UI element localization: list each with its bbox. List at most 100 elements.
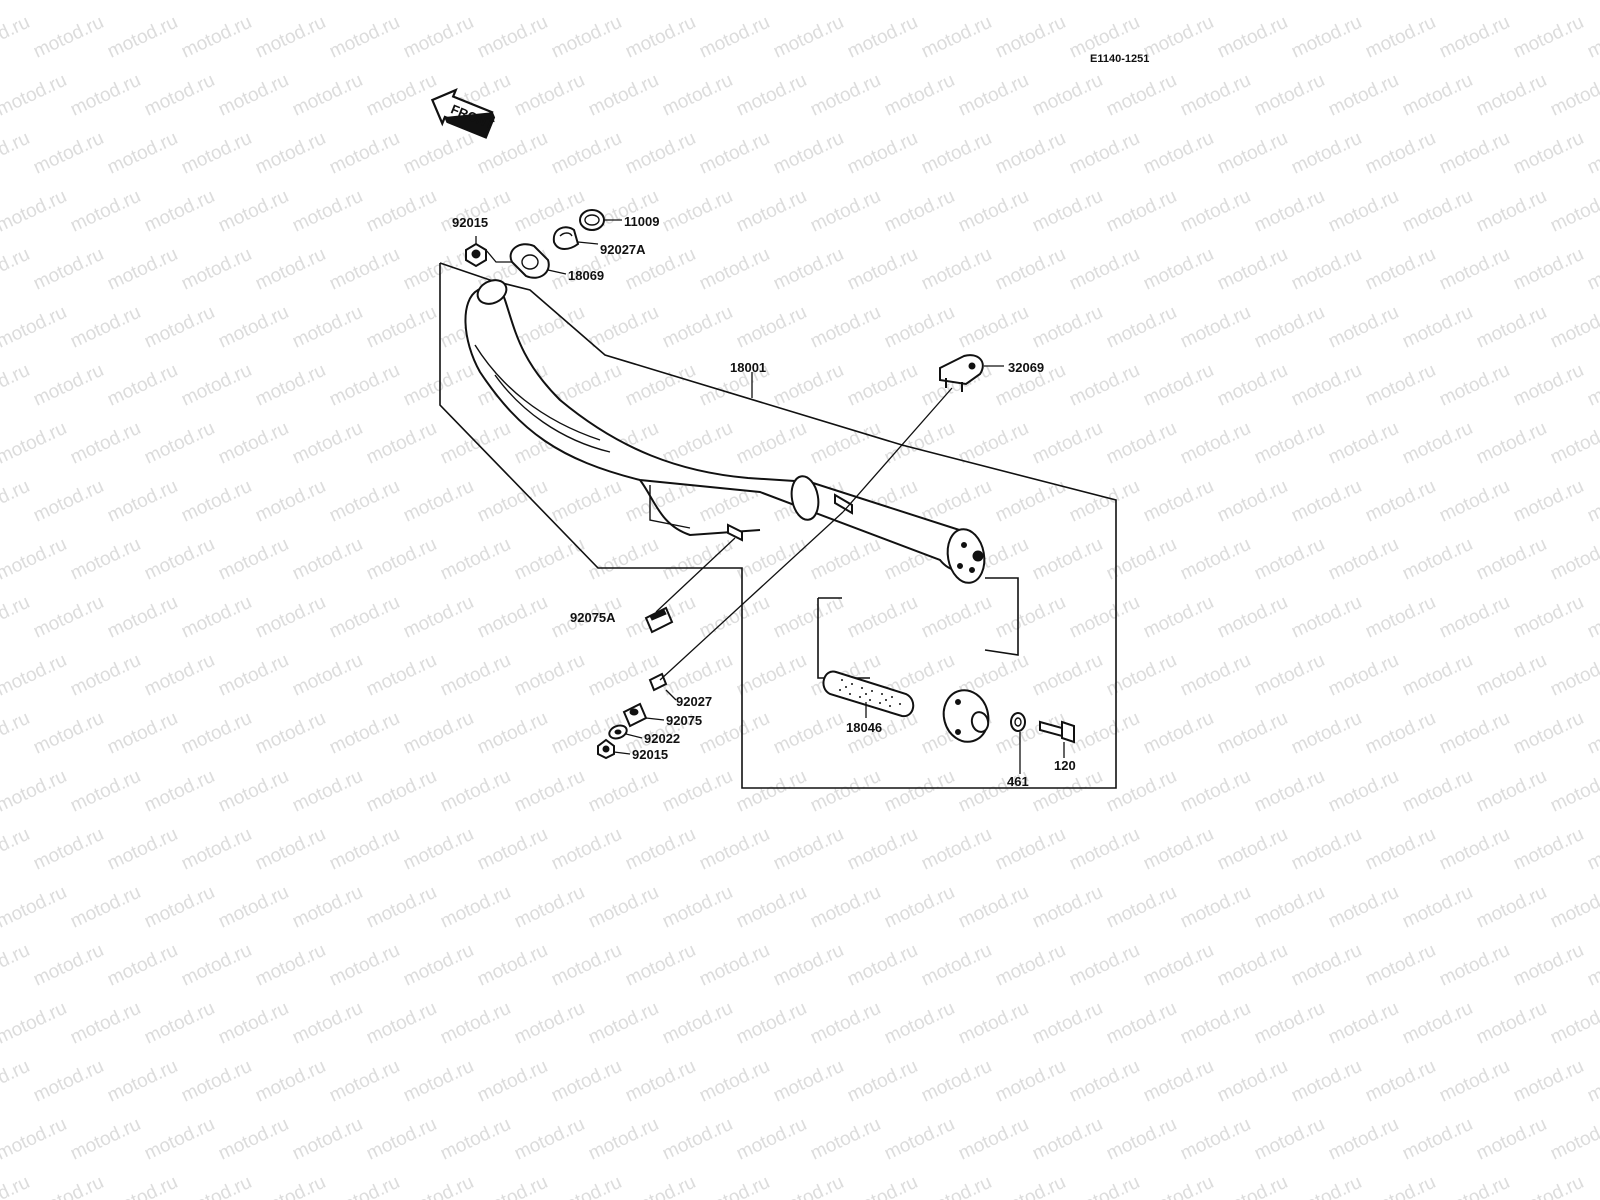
watermark-text: motod.ru [1177,0,1254,5]
watermark-text: motod.ru [67,302,144,353]
watermark-text: motod.ru [659,766,736,817]
watermark-text: motod.ru [1436,1056,1513,1107]
watermark-text: motod.ru [844,244,921,295]
watermark-text: motod.ru [1029,650,1106,701]
watermark-text: motod.ru [0,940,33,991]
watermark-text: motod.ru [807,70,884,121]
watermark-text: motod.ru [1325,302,1402,353]
watermark-text: motod.ru [67,534,144,585]
watermark-text: motod.ru [1029,1114,1106,1165]
watermark-text: motod.ru [844,1172,921,1200]
watermark-text: motod.ru [1288,940,1365,991]
watermark-text: motod.ru [696,1056,773,1107]
watermark-text: motod.ru [0,12,33,63]
watermark-text: motod.ru [1510,592,1587,643]
label-18046: 18046 [846,720,882,735]
watermark-text: motod.ru [326,12,403,63]
watermark-text: motod.ru [1399,302,1476,353]
watermark-text: motod.ru [141,882,218,933]
watermark-text: motod.ru [548,12,625,63]
watermark-text: motod.ru [918,1056,995,1107]
watermark-text: motod.ru [1066,244,1143,295]
part-92027A-collar [552,226,580,250]
leader-lines [475,219,1065,774]
watermark-text: motod.ru [178,1172,255,1200]
watermark-text: motod.ru [67,766,144,817]
watermark-text: motod.ru [1436,12,1513,63]
watermark-text: motod.ru [400,824,477,875]
watermark-text: motod.ru [0,650,70,701]
watermark-text: motod.ru [0,1056,33,1107]
watermark-text: motod.ru [659,998,736,1049]
watermark-text: motod.ru [1177,998,1254,1049]
watermark-text: motod.ru [326,824,403,875]
watermark-text: motod.ru [1547,766,1600,817]
watermark-text: motod.ru [918,12,995,63]
watermark-text: motod.ru [1140,940,1217,991]
watermark-text: motod.ru [548,1172,625,1200]
watermark-text: motod.ru [252,708,329,759]
watermark-text: motod.ru [1029,418,1106,469]
watermark-text: motod.ru [1510,476,1587,527]
watermark-text: motod.ru [1325,70,1402,121]
watermark-text: motod.ru [733,766,810,817]
watermark-text: motod.ru [104,708,181,759]
watermark-text: motod.ru [1177,650,1254,701]
watermark-text: motod.ru [622,940,699,991]
watermark-text: motod.ru [659,882,736,933]
watermark-text: motod.ru [1399,998,1476,1049]
watermark-text: motod.ru [585,882,662,933]
watermark-text: motod.ru [1362,1056,1439,1107]
watermark-text: motod.ru [659,650,736,701]
watermark-text: motod.ru [696,244,773,295]
watermark-text: motod.ru [659,1114,736,1165]
watermark-text: motod.ru [252,1056,329,1107]
watermark-text: motod.ru [1510,128,1587,179]
watermark-text: motod.ru [881,70,958,121]
watermark-text: motod.ru [1399,186,1476,237]
watermark-text: motod.ru [289,418,366,469]
part-461-washer [1010,712,1026,732]
watermark-text: motod.ru [1325,418,1402,469]
watermark-text: motod.ru [1547,882,1600,933]
watermark-text: motod.ru [1436,824,1513,875]
watermark-text: motod.ru [30,1056,107,1107]
watermark-text: motod.ru [1362,476,1439,527]
watermark-text: motod.ru [881,186,958,237]
watermark-text: motod.ru [104,940,181,991]
watermark-text: motod.ru [1510,244,1587,295]
label-32069: 32069 [1008,360,1044,375]
watermark-text: motod.ru [1140,1172,1217,1200]
watermark-text: motod.ru [1029,882,1106,933]
watermark-text: motod.ru [1103,650,1180,701]
watermark-text: motod.ru [1473,418,1550,469]
watermark-text: motod.ru [1399,882,1476,933]
watermark-text: motod.ru [659,0,736,5]
watermark-text: motod.ru [363,70,440,121]
watermark-text: motod.ru [400,1056,477,1107]
watermark-text: motod.ru [1140,1056,1217,1107]
watermark-text: motod.ru [1140,360,1217,411]
watermark-text: motod.ru [326,592,403,643]
watermark-text: motod.ru [1584,128,1600,179]
watermark-text: motod.ru [770,128,847,179]
watermark-text: motod.ru [1362,940,1439,991]
watermark-text: motod.ru [178,476,255,527]
watermark-text: motod.ru [141,650,218,701]
watermark-text: motod.ru [1436,592,1513,643]
watermark-text: motod.ru [770,1172,847,1200]
watermark-text: motod.ru [1251,766,1328,817]
watermark-text: motod.ru [474,12,551,63]
watermark-text: motod.ru [511,766,588,817]
watermark-text: motod.ru [141,186,218,237]
watermark-text: motod.ru [1140,824,1217,875]
watermark-text: motod.ru [585,534,662,585]
watermark-text: motod.ru [30,824,107,875]
watermark-text: motod.ru [1510,360,1587,411]
watermark-text: motod.ru [1362,128,1439,179]
watermark-text: motod.ru [67,418,144,469]
watermark-text: motod.ru [918,824,995,875]
watermark-text: motod.ru [1399,1114,1476,1165]
